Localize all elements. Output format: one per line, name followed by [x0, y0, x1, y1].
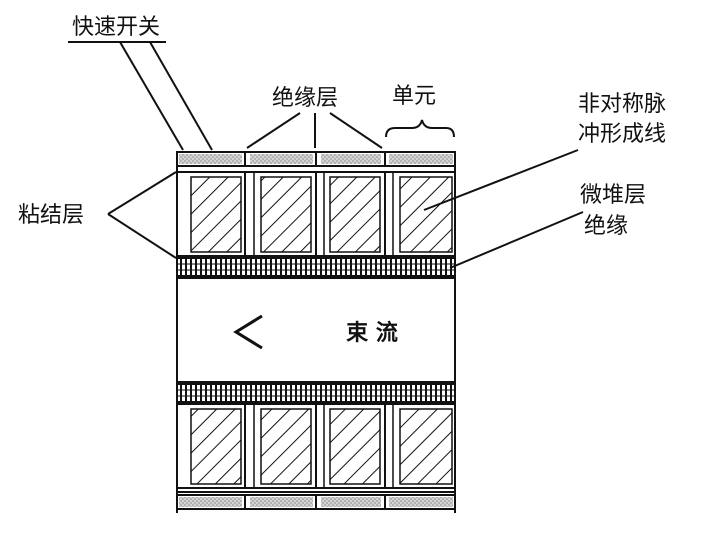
micro-stack-leader: [449, 211, 584, 269]
cell-hatched: [329, 408, 381, 485]
label-fast-switch: 快速开关: [72, 15, 160, 40]
cell-hatched: [260, 176, 312, 253]
fast-switch-leader: [149, 41, 213, 151]
label-asymmetric-pulse-line-1: 非对称脉: [578, 92, 666, 117]
top-micro-stack-band: [176, 257, 456, 277]
bonding-leader: [107, 213, 177, 259]
beam-flow-label: 束 流: [346, 320, 398, 346]
chevron-left-icon: [233, 314, 263, 350]
beam-channel: 束 流: [176, 277, 456, 383]
bottom-cell-row: [176, 403, 456, 489]
label-unit: 单元: [392, 84, 436, 109]
pulse-line-leader: [423, 149, 579, 211]
bonding-leader: [107, 171, 177, 215]
label-micro-stack-insulation-1: 微堆层: [580, 183, 646, 208]
cell-hatched: [260, 408, 312, 485]
bottom-switch-strip: [176, 494, 456, 510]
cell-hatched: [190, 408, 242, 485]
label-asymmetric-pulse-line-2: 冲形成线: [578, 122, 666, 147]
top-cell-row: [176, 171, 456, 257]
cell-hatched: [329, 176, 381, 253]
top-switch-strip: [176, 151, 456, 167]
label-insulation-layer: 绝缘层: [272, 86, 338, 111]
cell-hatched: [399, 408, 453, 485]
insulation-leader: [329, 112, 383, 149]
unit-brace: [385, 119, 455, 138]
cell-hatched: [190, 176, 242, 253]
insulation-leader: [246, 112, 301, 149]
label-micro-stack-insulation-2: 绝缘: [584, 214, 628, 239]
fast-switch-leader: [119, 41, 184, 151]
cell-hatched: [399, 176, 453, 253]
label-bonding-layer: 粘结层: [18, 203, 84, 228]
bottom-micro-stack-band: [176, 383, 456, 403]
